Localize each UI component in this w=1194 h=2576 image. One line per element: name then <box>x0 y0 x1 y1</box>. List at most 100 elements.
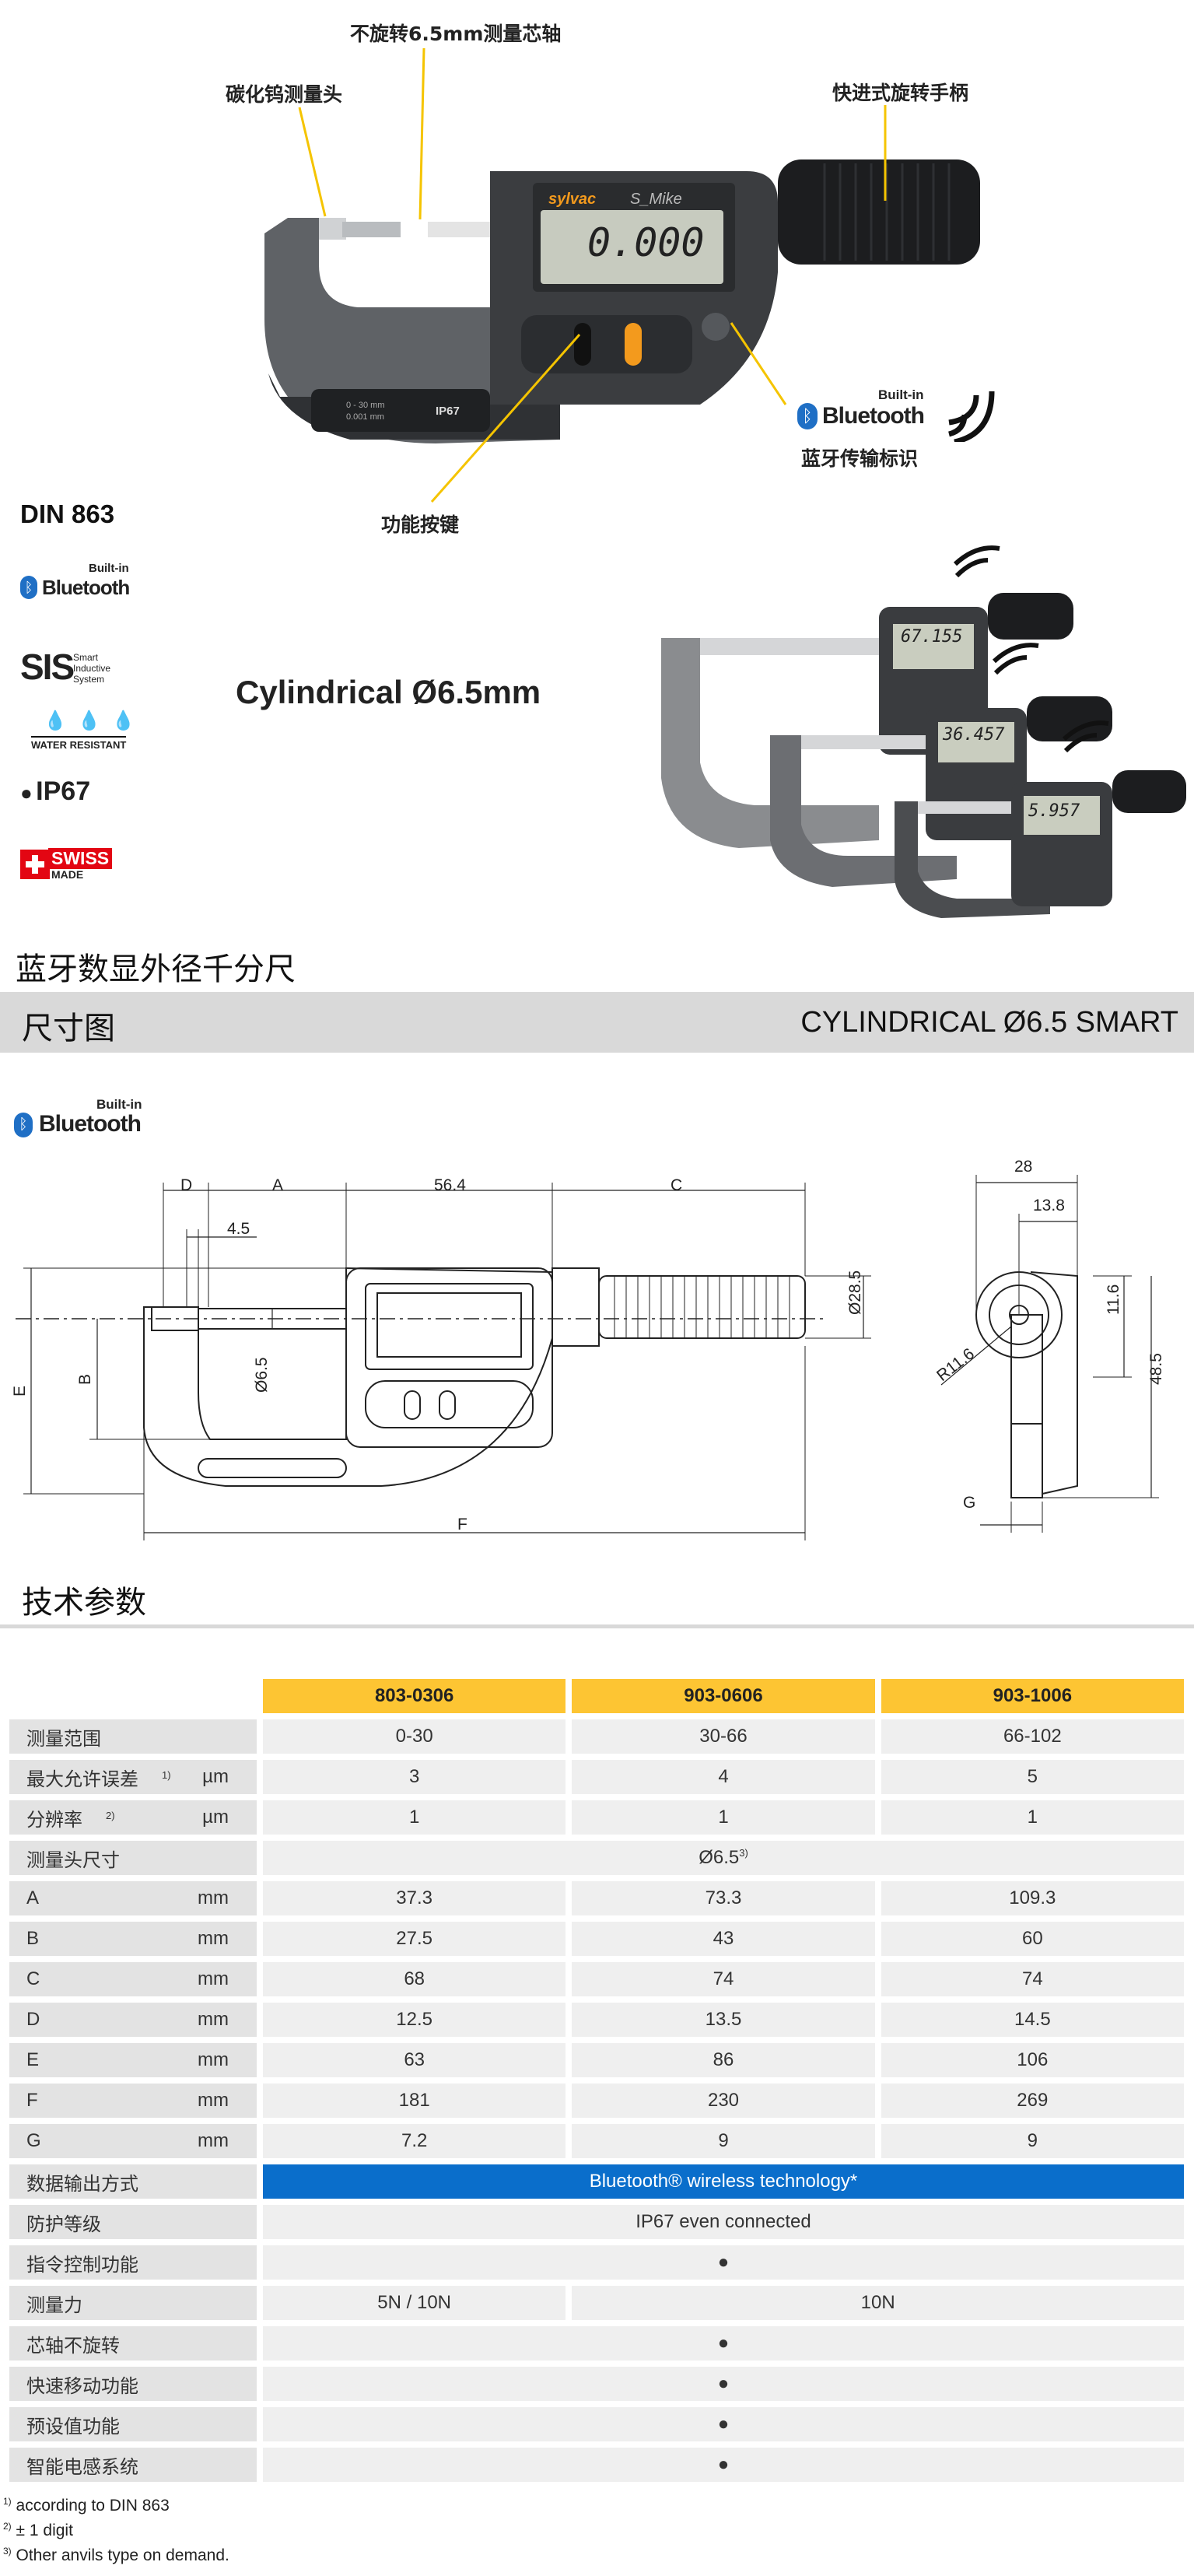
ip67-logo: ● IP67 <box>20 776 90 808</box>
dim-B: B <box>76 1373 94 1385</box>
product-title: 蓝牙数显外径千分尺 <box>16 952 296 987</box>
swiss-text: SWISS <box>48 848 113 869</box>
row-value: 5 <box>881 1760 1184 1794</box>
dim-E: E <box>11 1385 29 1397</box>
row-value: Bluetooth® wireless technology* <box>263 2164 1184 2199</box>
spec-row: 指令控制功能● <box>9 2245 1184 2280</box>
row-value: 73.3 <box>572 1881 875 1915</box>
bt-word: Bluetooth <box>39 1111 142 1137</box>
bluetooth-icon: ᛒ <box>797 403 818 429</box>
row-value: 109.3 <box>881 1881 1184 1915</box>
bt-built-in: Built-in <box>96 1097 142 1112</box>
bluetooth-logo-drawing: ᛒ Built-in Bluetooth <box>14 1097 162 1148</box>
sis-sub-3: System <box>73 674 105 685</box>
sis-sub-2: Inductive <box>73 663 111 674</box>
sis-sub-1: Smart <box>73 652 99 663</box>
dim-13-8: 13.8 <box>1033 1197 1065 1214</box>
row-label: 芯轴不旋转 <box>9 2326 257 2360</box>
row-value: 60 <box>881 1922 1184 1956</box>
row-label: 智能电感系统 <box>9 2448 257 2482</box>
swiss-made-logo: SWISS MADE <box>20 848 129 883</box>
row-value: 230 <box>572 2084 875 2118</box>
made-text: MADE <box>51 868 84 881</box>
water-drop-icon: ● <box>20 781 33 804</box>
row-label: 测量范围 <box>9 1719 257 1754</box>
device-range-label: 0 - 30 mm <box>346 401 385 410</box>
row-value: 1 <box>881 1800 1184 1835</box>
family-reading-2: 36.457 <box>943 725 1005 745</box>
row-label: 测量力 <box>9 2286 257 2320</box>
dim-d28-5: Ø28.5 <box>846 1270 864 1315</box>
callout-ratchet: 快进式旋转手柄 <box>832 82 969 104</box>
device-display-reading: 0.000 <box>587 220 705 265</box>
bluetooth-icon: ᛒ <box>20 576 37 599</box>
footnote-2: 2) ± 1 digit <box>3 2521 73 2539</box>
callout-carbide-head: 碳化钨测量头 <box>226 83 343 106</box>
row-value: 14.5 <box>881 2003 1184 2037</box>
row-value: 86 <box>572 2043 875 2077</box>
dimension-band-left: 尺寸图 <box>22 1011 115 1046</box>
dimension-band: 尺寸图 CYLINDRICAL Ø6.5 SMART <box>0 992 1194 1053</box>
row-value: 12.5 <box>263 2003 566 2037</box>
swiss-flag-icon <box>20 850 50 879</box>
row-value: 30-66 <box>572 1719 875 1754</box>
spec-row: 快速移动功能● <box>9 2367 1184 2401</box>
row-label: 防护等级 <box>9 2205 257 2239</box>
header-blank <box>9 1679 257 1713</box>
row-value: Ø6.53) <box>263 1841 1184 1875</box>
footnote-3: 3) Other anvils type on demand. <box>3 2546 229 2564</box>
water-resistant-logo: 💧💧💧 WATER RESISTANT <box>20 710 152 752</box>
row-value: 3 <box>263 1760 566 1794</box>
row-value: 106 <box>881 2043 1184 2077</box>
row-value: ● <box>263 2367 1184 2401</box>
micrometer-hero-illustration <box>264 159 980 443</box>
row-label: 预设值功能 <box>9 2407 257 2441</box>
dim-d6-5: Ø6.5 <box>253 1357 271 1393</box>
device-brand: sylvac <box>548 191 597 208</box>
column-header: 803-0306 <box>263 1679 566 1713</box>
dim-F: F <box>457 1516 467 1533</box>
row-value: 7.2 <box>263 2124 566 2158</box>
spec-row: 预设值功能● <box>9 2407 1184 2441</box>
dim-D: D <box>180 1176 193 1194</box>
water-drops-icon: 💧💧💧 <box>44 710 146 731</box>
row-value: ● <box>263 2245 1184 2280</box>
dim-G: G <box>963 1494 976 1512</box>
bluetooth-icon: ᛒ <box>14 1113 33 1137</box>
row-value: 9 <box>881 2124 1184 2158</box>
dim-A: A <box>272 1176 284 1194</box>
row-value: 63 <box>263 2043 566 2077</box>
device-res-label: 0.001 mm <box>346 412 384 422</box>
row-value: 27.5 <box>263 1922 566 1956</box>
dimension-band-right: CYLINDRICAL Ø6.5 SMART <box>800 1006 1178 1039</box>
column-header: 903-1006 <box>881 1679 1184 1713</box>
row-value: 9 <box>572 2124 875 2158</box>
micrometer-family-illustration <box>661 545 1186 918</box>
row-value: 68 <box>263 1962 566 1996</box>
row-value: 1 <box>572 1800 875 1835</box>
row-value: 10N <box>572 2286 1184 2320</box>
bt-built-in: Built-in <box>878 387 924 402</box>
callout-bluetooth-mark: 蓝牙传输标识 <box>801 447 919 470</box>
spec-title-rule <box>0 1624 1194 1628</box>
row-label: 快速移动功能 <box>9 2367 257 2401</box>
row-value: 74 <box>572 1962 875 1996</box>
device-ip-label: IP67 <box>436 405 460 418</box>
